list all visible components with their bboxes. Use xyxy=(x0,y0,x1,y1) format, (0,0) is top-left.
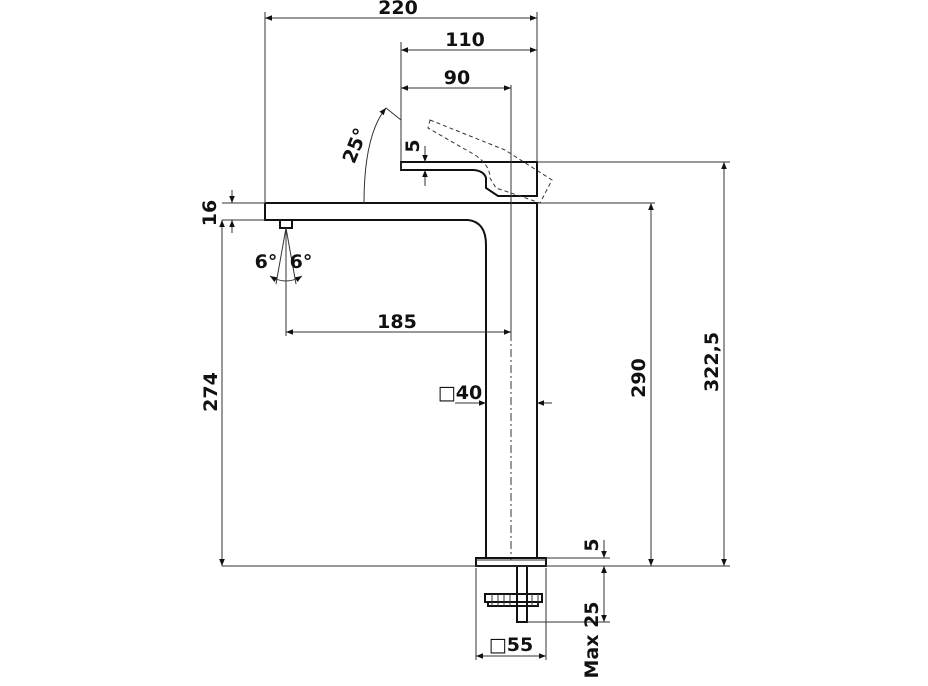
dimension-lines xyxy=(219,15,727,659)
lever-reach-label: 110 xyxy=(445,29,485,51)
lever-length-label: 90 xyxy=(444,67,470,89)
aerator xyxy=(279,220,293,229)
height-to-top-label: 290 xyxy=(628,358,650,398)
spray-angle-right-label: 6° xyxy=(290,251,313,273)
base-section-label: □55 xyxy=(489,634,533,656)
lever-height-label: 5 xyxy=(402,139,424,152)
extension-lines xyxy=(222,12,730,660)
lever-handle xyxy=(400,161,538,197)
mounting-hardware xyxy=(476,559,546,623)
dimension-labels: 220 110 90 5 25° 16 6° 6° 185 274 □40 29… xyxy=(199,0,723,679)
spout-height-label: 16 xyxy=(199,200,221,226)
body-section-label: □40 xyxy=(438,382,482,404)
faucet-outline xyxy=(264,119,553,623)
lever-angle-label: 25° xyxy=(339,125,373,167)
height-to-spout-label: 274 xyxy=(200,372,222,412)
spray-angle-left-label: 6° xyxy=(255,251,278,273)
overall-reach-label: 220 xyxy=(378,0,418,19)
spout-reach-label: 185 xyxy=(377,311,417,333)
spout-outline xyxy=(264,202,487,558)
overall-height-label: 322,5 xyxy=(701,332,723,392)
base-thickness-label: 5 xyxy=(581,538,603,551)
max-deck-thickness-label: Max 25 xyxy=(581,601,603,678)
